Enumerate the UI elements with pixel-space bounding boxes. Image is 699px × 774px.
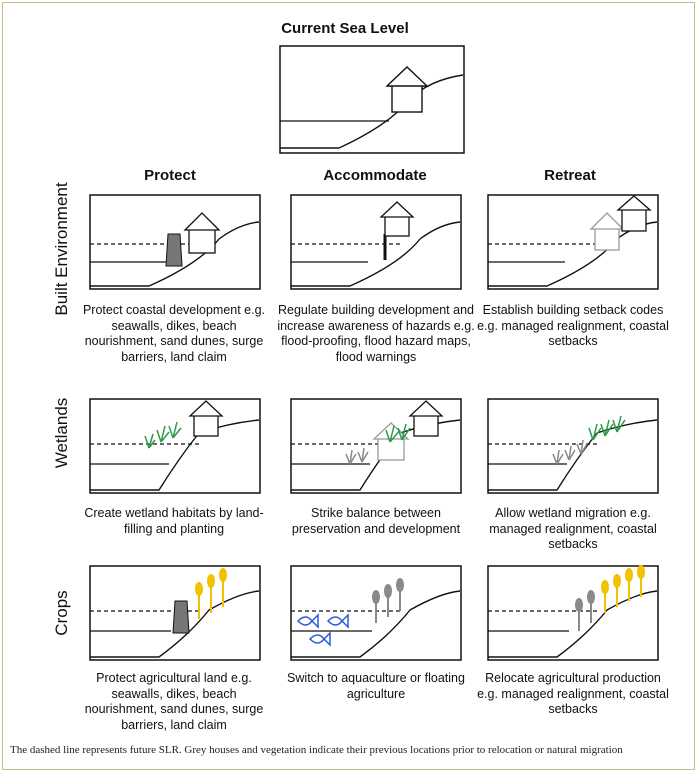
panel-built-protect — [89, 194, 261, 290]
caption-wetlands-protect: Create wetland habitats by land-filling … — [84, 506, 264, 536]
panel-wetlands-accommodate — [290, 398, 462, 494]
column-title-protect: Protect — [144, 167, 196, 184]
house-icon — [385, 66, 429, 113]
house-icon — [379, 201, 415, 237]
house-icon — [616, 195, 652, 232]
seawall-icon — [172, 600, 190, 634]
panel-crops-retreat — [487, 565, 659, 661]
previous-house-icon — [589, 212, 625, 251]
caption-built-retreat: Establish building setback codes e.g. ma… — [477, 303, 669, 348]
panel-wetlands-protect — [89, 398, 261, 494]
current-sea-level-title: Current Sea Level — [281, 20, 409, 37]
previous-crop-icon — [372, 578, 404, 623]
caption-crops-protect: Protect agricultural land e.g. seawalls,… — [84, 671, 264, 732]
panel-built-retreat — [487, 194, 659, 290]
panel-crops-protect — [89, 565, 261, 661]
row-label-crops: Crops — [52, 590, 71, 636]
row-label-built-environment: Built Environment — [52, 182, 71, 316]
previous-plants-icon — [552, 439, 588, 465]
caption-wetlands-retreat: Allow wetland migration e.g. managed rea… — [489, 506, 657, 551]
previous-crop-icon — [575, 590, 595, 631]
caption-crops-retreat: Relocate agricultural production e.g. ma… — [477, 671, 669, 716]
column-title-accommodate: Accommodate — [323, 167, 427, 184]
panel-crops-accommodate — [290, 565, 462, 661]
caption-crops-accommodate: Switch to aquaculture or floating agricu… — [287, 671, 465, 701]
wetland-plants-icon — [144, 421, 182, 449]
seawall-icon — [165, 233, 183, 267]
current-sea-level-panel — [279, 45, 465, 154]
panel-wetlands-retreat — [487, 398, 659, 494]
column-title-retreat: Retreat — [544, 167, 596, 184]
house-icon — [408, 400, 444, 437]
row-label-wetlands: Wetlands — [52, 397, 71, 469]
wetland-plants-icon — [588, 415, 626, 441]
house-icon — [188, 400, 224, 437]
caption-wetlands-accommodate: Strike balance between preservation and … — [291, 506, 461, 536]
panel-built-accommodate — [290, 194, 462, 290]
crop-icon — [195, 568, 227, 619]
crop-icon — [601, 565, 645, 613]
caption-built-protect: Protect coastal development e.g. seawall… — [82, 303, 266, 364]
wetland-plants-icon — [385, 423, 411, 443]
fish-icon — [296, 613, 349, 647]
previous-plants-icon — [345, 447, 369, 465]
caption-built-accommodate: Regulate building development and increa… — [277, 303, 475, 364]
house-icon — [183, 212, 221, 254]
footnote: The dashed line represents future SLR. G… — [10, 744, 623, 756]
